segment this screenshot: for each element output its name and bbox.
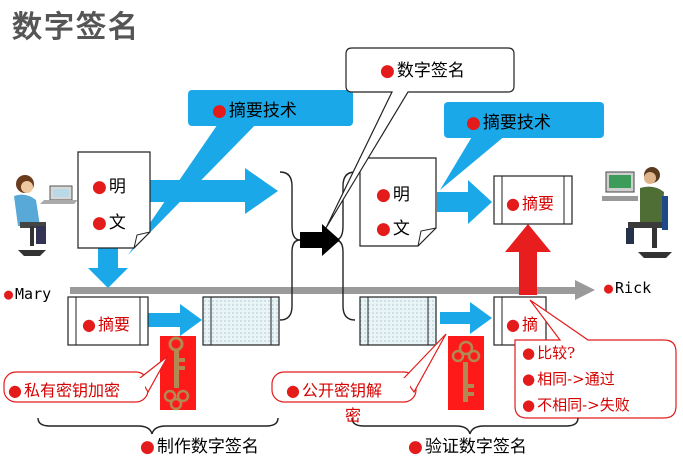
private-key-callout bbox=[3, 355, 169, 403]
encrypted-box-left bbox=[202, 296, 280, 346]
private-key-encrypt-label: ●私有密钥加密 bbox=[8, 381, 120, 400]
digest-tech-right-label: ●摘要技术 bbox=[466, 113, 551, 133]
bullet-icon: ● bbox=[82, 315, 96, 334]
bullet-icon: ● bbox=[506, 194, 520, 213]
public-key-callout bbox=[271, 333, 447, 403]
verify-signature-label: ●验证数字签名 bbox=[408, 437, 527, 457]
bullet-icon: ● bbox=[212, 101, 227, 121]
bullet-icon: ● bbox=[522, 396, 536, 414]
bullet-icon: ● bbox=[140, 437, 155, 457]
bullet-icon: ● bbox=[604, 279, 614, 297]
plaintext-doc-right bbox=[359, 157, 437, 247]
compare-callout bbox=[514, 299, 677, 419]
bullet-icon: ● bbox=[92, 213, 107, 233]
rick-label: ●Rick bbox=[604, 279, 652, 297]
rick-person-icon bbox=[602, 167, 672, 258]
bullet-icon: ● bbox=[92, 177, 107, 197]
bullet-icon: ● bbox=[506, 315, 520, 334]
bullet-icon: ● bbox=[286, 381, 300, 400]
bullet-icon: ● bbox=[4, 285, 14, 303]
digest-tech-right-box bbox=[444, 102, 604, 138]
arrow-decrypted-to-digest bbox=[440, 302, 492, 334]
brace-make bbox=[37, 417, 279, 435]
bullet-icon: ● bbox=[408, 437, 423, 457]
brace-verify bbox=[351, 417, 579, 435]
digest-box-left bbox=[67, 296, 149, 346]
plaintext-doc-left bbox=[77, 151, 151, 249]
arrow-digest-to-encrypted bbox=[148, 304, 202, 336]
digest-box-right-top bbox=[493, 175, 573, 225]
plaintext-right-line1: ●明 bbox=[376, 185, 410, 205]
make-signature-label: ●制作数字签名 bbox=[140, 437, 259, 457]
key-red-right bbox=[448, 336, 484, 410]
digital-signature-bubble bbox=[325, 47, 515, 229]
encrypted-box-right bbox=[359, 296, 437, 346]
join-brackets bbox=[279, 171, 356, 321]
digital-signature-label: ●数字签名 bbox=[380, 61, 465, 81]
digest-tech-left-label: ●摘要技术 bbox=[212, 101, 297, 121]
bullet-icon: ● bbox=[466, 113, 481, 133]
digest-right-bottom-label: ●摘 bbox=[506, 315, 538, 334]
mary-rick-line bbox=[70, 280, 595, 300]
mary-label: ●Mary bbox=[4, 285, 52, 303]
public-key-decrypt-label: ●公开密钥解 bbox=[286, 381, 382, 400]
digest-tech-right-pointer bbox=[440, 130, 512, 190]
red-arrow-up bbox=[505, 224, 551, 295]
digest-tech-left-pointer bbox=[128, 118, 262, 255]
arrow-plaintext-down bbox=[88, 247, 128, 288]
compare-line2: ●相同->通过 bbox=[522, 370, 615, 388]
plaintext-left-line2: ●文 bbox=[92, 213, 126, 233]
digest-left-label: ●摘要 bbox=[82, 315, 130, 334]
bullet-icon: ● bbox=[522, 344, 536, 362]
digest-right-top-label: ●摘要 bbox=[506, 194, 554, 213]
mary-person-icon bbox=[14, 175, 78, 256]
compare-line1: ●比较? bbox=[522, 344, 576, 362]
signature-black-arrow bbox=[300, 224, 340, 256]
bullet-icon: ● bbox=[376, 185, 391, 205]
arrow-plaintext-to-digest bbox=[437, 180, 492, 224]
digest-tech-left-box bbox=[188, 90, 353, 126]
public-key-decrypt-label-cont: 密 bbox=[345, 406, 362, 425]
bullet-icon: ● bbox=[380, 61, 395, 81]
bullet-icon: ● bbox=[376, 219, 391, 239]
plaintext-right-line2: ●文 bbox=[376, 219, 410, 239]
plaintext-left-line1: ●明 bbox=[92, 177, 126, 197]
cyan-arrows bbox=[88, 118, 512, 336]
bullet-icon: ● bbox=[522, 370, 536, 388]
arrow-plaintext-right bbox=[150, 168, 278, 214]
page-title: 数字签名 bbox=[12, 10, 140, 45]
key-red-left bbox=[160, 336, 196, 411]
bullet-icon: ● bbox=[8, 381, 22, 400]
compare-line3: ●不相同->失败 bbox=[522, 396, 630, 414]
